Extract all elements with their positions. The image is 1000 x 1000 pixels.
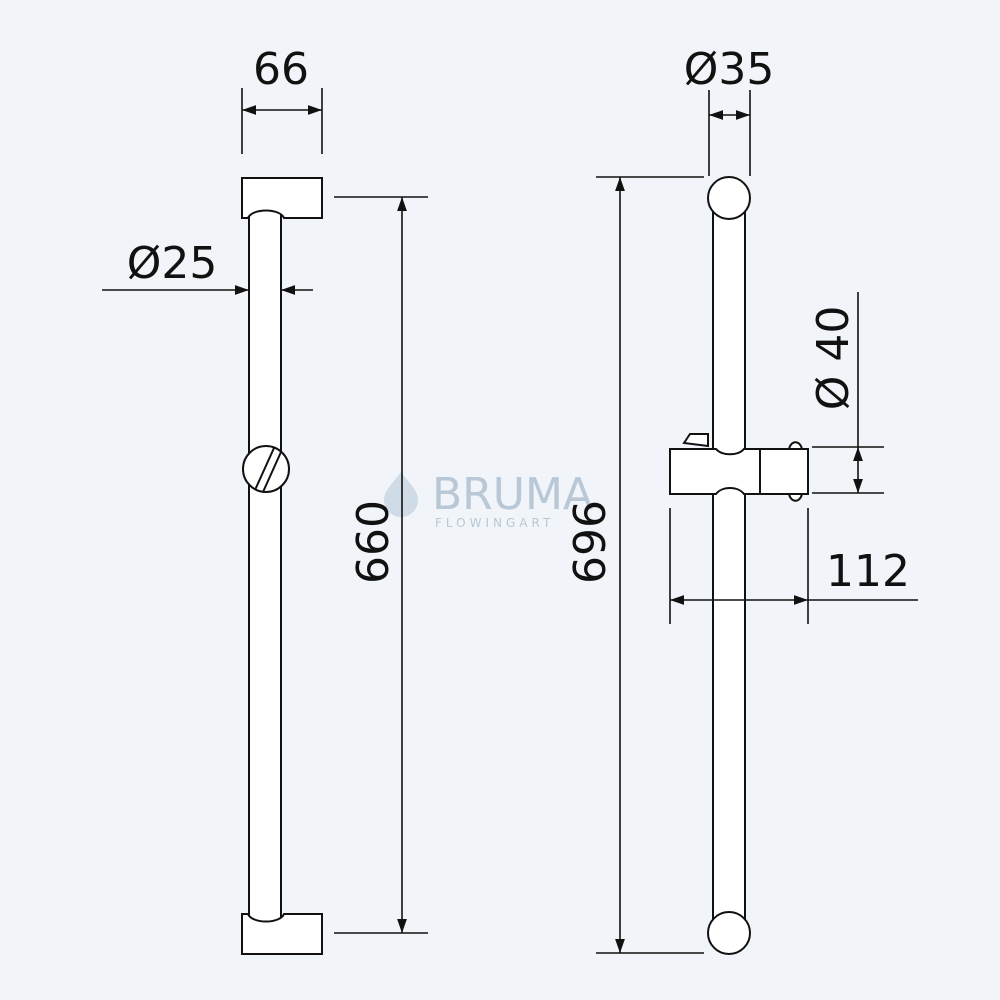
watermark-tagline: FLOWINGART	[435, 516, 554, 530]
dim-label-top-diameter: Ø35	[684, 44, 775, 95]
side-view: Ø35 696 Ø 40 112	[565, 44, 918, 955]
front-view: 66 Ø25 660	[102, 44, 428, 955]
dim-label-holder-diameter: Ø 40	[808, 306, 859, 411]
slide-bar-side	[712, 199, 746, 936]
bottom-bracket	[241, 913, 323, 955]
dim-label-length: 660	[348, 500, 399, 584]
slide-bar-front	[248, 204, 282, 926]
dim-label-bar-diameter: Ø25	[127, 238, 218, 289]
shower-holder	[669, 433, 809, 502]
brand-watermark: BRUMA FLOWINGART	[384, 469, 593, 530]
bottom-end-cap	[707, 911, 751, 955]
watermark-brand: BRUMA	[432, 469, 593, 520]
top-end-cap	[707, 176, 751, 220]
dim-label-total-height: 696	[565, 500, 616, 584]
dim-label-holder-depth: 112	[826, 546, 910, 597]
dim-label-width: 66	[253, 44, 309, 95]
top-bracket	[241, 177, 323, 219]
